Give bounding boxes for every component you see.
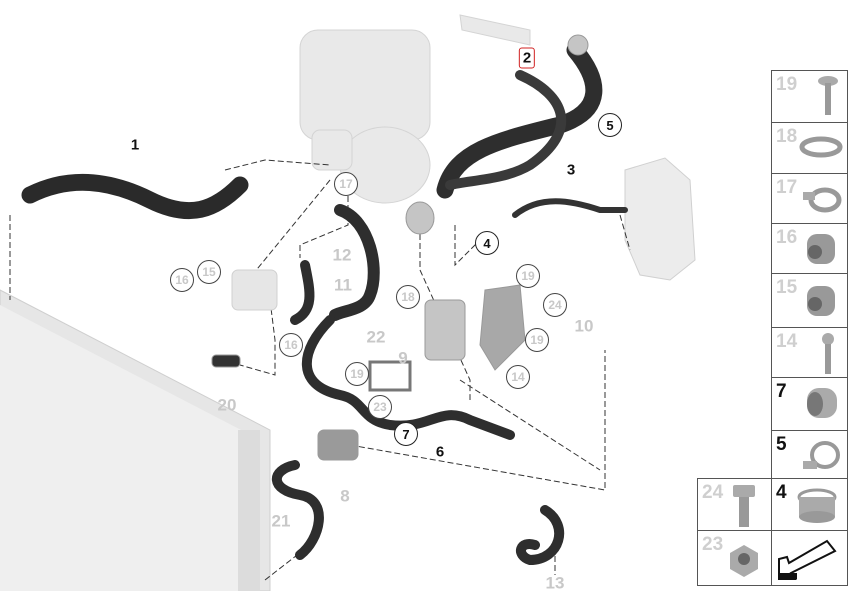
sensor-20: [211, 354, 241, 368]
callout-8: 8: [340, 486, 350, 506]
hose-21: [271, 460, 324, 560]
screw-icon: [818, 76, 838, 115]
callout-4: 4: [475, 231, 499, 255]
legend-label: 4: [776, 482, 787, 503]
callout-23: 23: [368, 395, 392, 419]
connector-icon: [807, 286, 835, 316]
expansion-tank: [624, 157, 696, 281]
legend-label: 23: [702, 534, 724, 555]
legend-cell-7[interactable]: 7: [771, 377, 848, 431]
callout-24: 24: [543, 293, 567, 317]
legend-label: 7: [776, 381, 787, 402]
connector-icon: [807, 234, 835, 264]
connector-15-16: [231, 269, 278, 311]
callout-19-c: 19: [345, 362, 369, 386]
callout-12: 12: [332, 245, 352, 265]
hose-3: [445, 70, 567, 190]
valve-9: [424, 299, 466, 361]
callout-19-b: 19: [525, 328, 549, 352]
callout-20: 20: [217, 395, 237, 415]
callout-9: 9: [398, 348, 408, 368]
legend-cell-15[interactable]: 15: [771, 273, 848, 328]
legend-cell-5[interactable]: 5: [771, 430, 848, 479]
legend-cell-24[interactable]: 24: [697, 478, 772, 531]
callout-18: 18: [396, 285, 420, 309]
callout-1: 1: [130, 136, 140, 154]
band-clamp-icon: [797, 488, 837, 523]
clip-icon: [803, 187, 842, 213]
callout-17: 17: [334, 172, 358, 196]
callout-3: 3: [566, 161, 576, 179]
bracket-10: [479, 284, 526, 371]
arrow-icon: [778, 539, 837, 580]
hose-13: [516, 505, 565, 566]
callout-19-a: 19: [516, 264, 540, 288]
callout-11: 11: [334, 275, 352, 295]
callout-6: 6: [435, 443, 445, 461]
callout-10: 10: [574, 316, 594, 336]
legend-label: 17: [776, 177, 798, 198]
bolt-icon: [822, 333, 834, 374]
legend-label: 24: [702, 482, 724, 503]
callout-15: 15: [197, 260, 221, 284]
legend-label: 16: [776, 227, 798, 248]
hose-1: [21, 173, 249, 220]
hose-4-line: [512, 198, 628, 218]
hose-clamp-icon: [799, 136, 843, 158]
legend-cell-4[interactable]: 4: [771, 478, 848, 531]
hoses: [21, 41, 628, 566]
hose-12: [329, 204, 380, 321]
hose-6: [301, 315, 515, 440]
callout-16-a: 16: [170, 268, 194, 292]
egr-module: [299, 14, 531, 204]
callout-7: 7: [394, 422, 418, 446]
callout-16-b: 16: [279, 333, 303, 357]
legend-cell-14[interactable]: 14: [771, 327, 848, 378]
radiator: [0, 289, 271, 591]
legend-label: 14: [776, 331, 798, 352]
callout-14: 14: [506, 365, 530, 389]
legend-label: 19: [776, 74, 798, 95]
hose-11: [290, 260, 315, 325]
hex-nut-icon: [730, 545, 758, 577]
components: [211, 34, 589, 461]
legend-cell-23[interactable]: 23: [697, 530, 772, 586]
clamp-icon: [807, 388, 837, 418]
pump-8: [317, 429, 359, 461]
legend-label: 5: [776, 434, 787, 455]
legend-label: 15: [776, 277, 798, 298]
clamp-icon: [803, 441, 840, 469]
legend-cell-19[interactable]: 19: [771, 70, 848, 123]
callout-13: 13: [545, 573, 565, 591]
bracket-22: [368, 360, 412, 392]
legend-cell-17[interactable]: 17: [771, 173, 848, 224]
callout-2-highlighted[interactable]: 2: [518, 47, 536, 69]
connector-upper: [405, 201, 435, 235]
callout-22: 22: [366, 327, 386, 347]
legend-label: 18: [776, 126, 798, 147]
legend-cell-arrow[interactable]: [771, 530, 848, 586]
hex-bolt-icon: [733, 485, 755, 527]
callout-21: 21: [271, 511, 291, 531]
legend-cell-16[interactable]: 16: [771, 223, 848, 274]
legend-cell-18[interactable]: 18: [771, 122, 848, 174]
callout-5: 5: [598, 113, 622, 137]
